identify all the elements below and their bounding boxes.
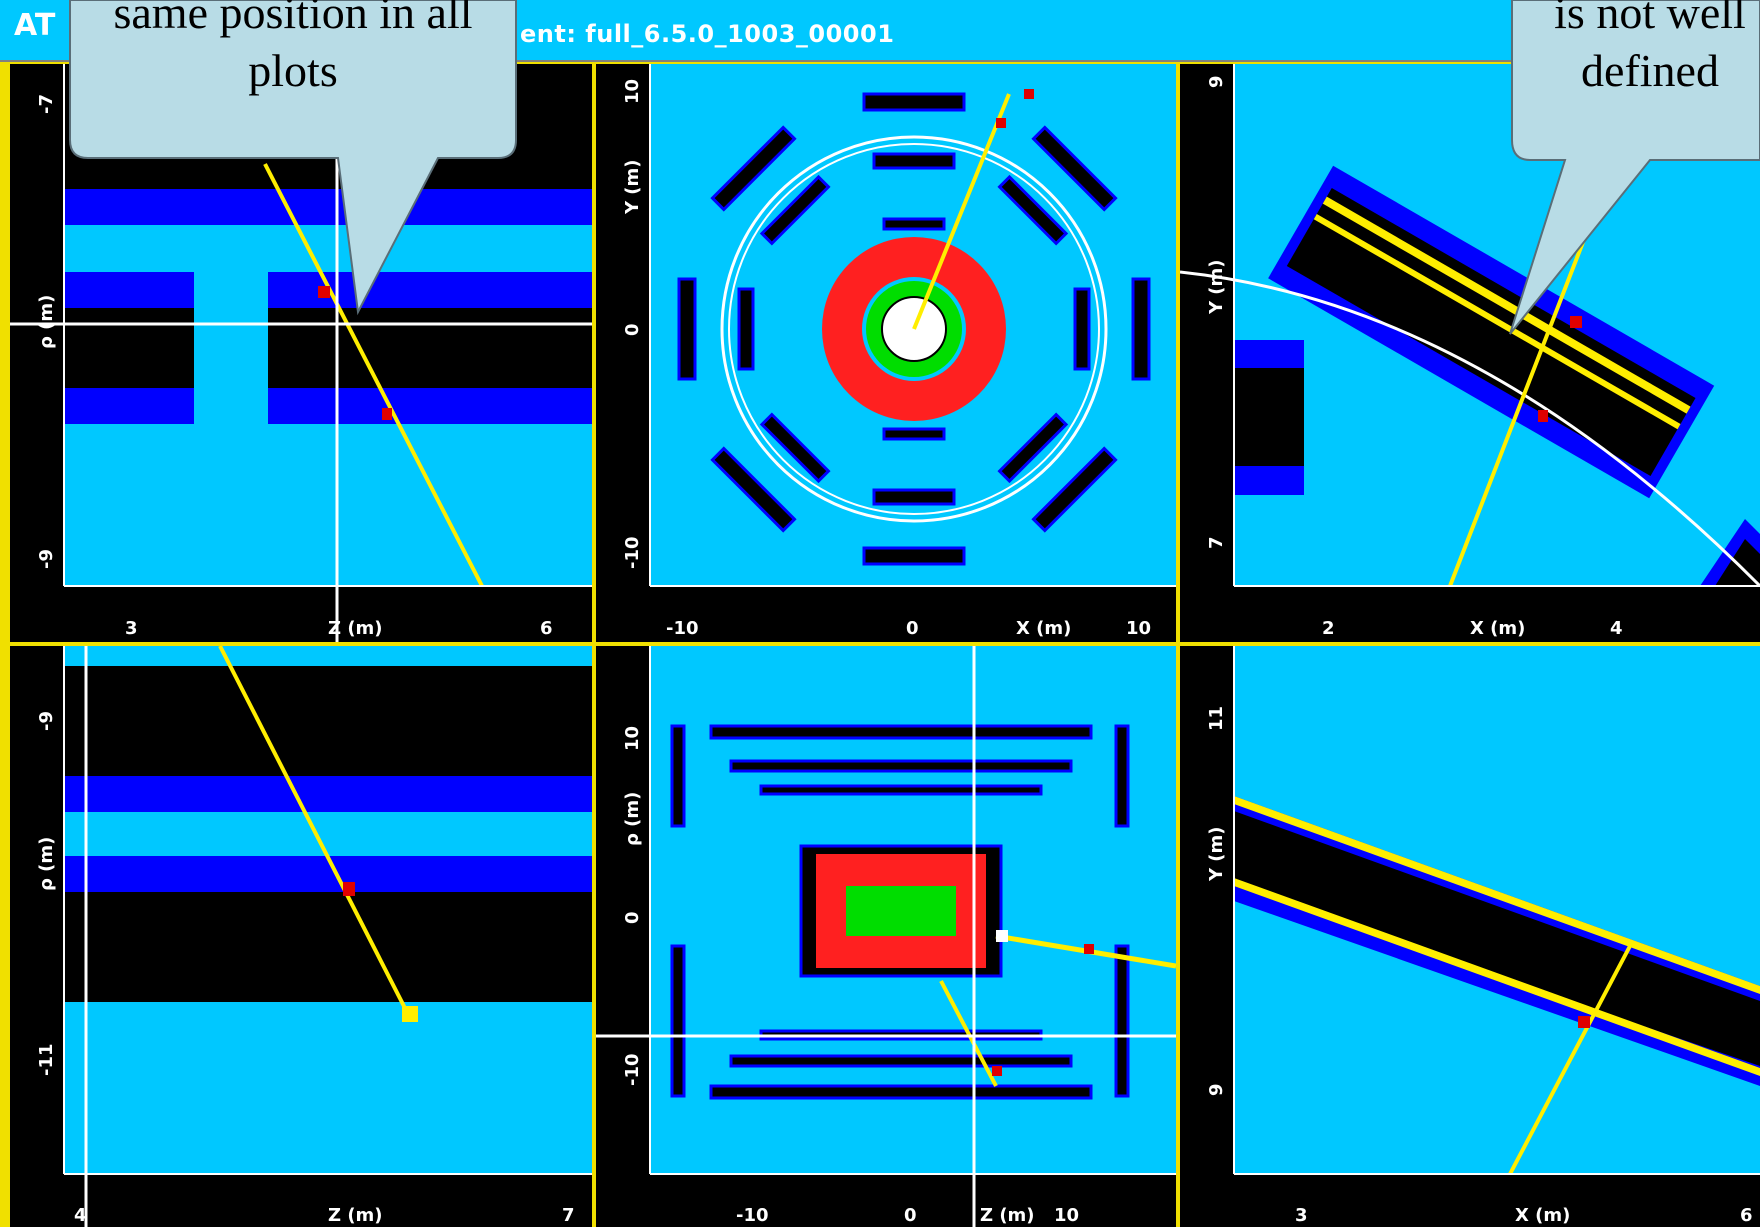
panel-top-right-canvas[interactable]: 2 4 X (m) 9 7 Y (m) <box>1180 64 1760 642</box>
bl-xtick-4: 4 <box>74 1205 87 1226</box>
bl-xlabel: Z (m) <box>328 1205 383 1226</box>
br-xtick-3: 3 <box>1295 1205 1308 1226</box>
panel-bottom-right[interactable]: 3 6 X (m) 11 9 Y (m) <box>1180 646 1760 1227</box>
panel-bottom-left-canvas[interactable]: 4 7 Z (m) -9 -11 ρ (m) <box>10 646 592 1227</box>
tl-ytick-top: -7 <box>36 94 57 114</box>
tc-xtick-10: 10 <box>1126 618 1151 639</box>
tc-xtick-0: 0 <box>906 618 919 639</box>
atlantis-logo: AT <box>14 8 56 43</box>
callout-left-text: same position in all plots <box>113 0 473 96</box>
tl-xlabel: Z (m) <box>328 618 383 639</box>
br-xtick-6: 6 <box>1740 1205 1753 1226</box>
callout-right: is not well defined <box>1509 0 1760 340</box>
panel-bottom-left[interactable]: 4 7 Z (m) -9 -11 ρ (m) <box>10 646 592 1227</box>
panel-bottom-right-canvas[interactable]: 3 6 X (m) 11 9 Y (m) <box>1180 646 1760 1227</box>
bc-ytick-neg10: -10 <box>622 1053 643 1086</box>
panel-top-center[interactable]: -10 0 10 X (m) 10 0 -10 Y (m) <box>596 64 1176 642</box>
tl-ylabel: ρ (m) <box>36 295 57 349</box>
bc-ytick-0: 0 <box>622 911 643 924</box>
tc-xtick-neg10: -10 <box>666 618 699 639</box>
tc-ytick-neg10: -10 <box>622 536 643 569</box>
tr-ylabel: Y (m) <box>1206 259 1227 315</box>
callout-right-bubble <box>1509 0 1760 335</box>
br-ylabel: Y (m) <box>1206 826 1227 882</box>
bl-xtick-7: 7 <box>562 1205 575 1226</box>
panel-bottom-center-canvas[interactable]: -10 0 10 Z (m) 10 0 -10 ρ (m) <box>596 646 1176 1227</box>
bl-ylabel: ρ (m) <box>36 837 57 891</box>
bc-xlabel: Z (m) <box>980 1205 1035 1226</box>
bc-ytick-10: 10 <box>622 726 643 751</box>
bl-ytick-bottom: -11 <box>36 1043 57 1076</box>
tc-xlabel: X (m) <box>1016 618 1071 639</box>
tl-ytick-bottom: -9 <box>36 549 57 569</box>
tc-ylabel: Y (m) <box>622 159 643 215</box>
bc-ylabel: ρ (m) <box>622 792 643 846</box>
callout-left: same position in all plots <box>68 0 518 320</box>
br-ytick-11: 11 <box>1206 706 1227 731</box>
tl-xtick-3: 3 <box>125 618 138 639</box>
callout-right-text: is not well defined <box>1554 0 1746 96</box>
bc-xtick-10: 10 <box>1054 1205 1079 1226</box>
tr-xlabel: X (m) <box>1470 618 1525 639</box>
tr-xtick-2: 2 <box>1322 618 1335 639</box>
br-ytick-9: 9 <box>1206 1083 1227 1096</box>
event-label: ent: full_6.5.0_1003_00001 <box>520 20 895 48</box>
panel-bottom-center[interactable]: -10 0 10 Z (m) 10 0 -10 ρ (m) <box>596 646 1176 1227</box>
tl-xtick-6: 6 <box>540 618 553 639</box>
callout-left-bubble <box>69 0 517 316</box>
panel-top-center-canvas[interactable]: -10 0 10 X (m) 10 0 -10 Y (m) <box>596 64 1176 642</box>
bc-xtick-neg10: -10 <box>736 1205 769 1226</box>
tr-ytick-7: 7 <box>1206 536 1227 549</box>
tc-ytick-0: 0 <box>622 323 643 336</box>
panel-top-right[interactable]: 2 4 X (m) 9 7 Y (m) <box>1180 64 1760 642</box>
br-xlabel: X (m) <box>1515 1205 1570 1226</box>
tr-ytick-9: 9 <box>1206 75 1227 88</box>
bc-xtick-0: 0 <box>904 1205 917 1226</box>
tr-xtick-4: 4 <box>1610 618 1623 639</box>
tc-ytick-10: 10 <box>622 79 643 104</box>
bl-ytick-top: -9 <box>36 711 57 731</box>
